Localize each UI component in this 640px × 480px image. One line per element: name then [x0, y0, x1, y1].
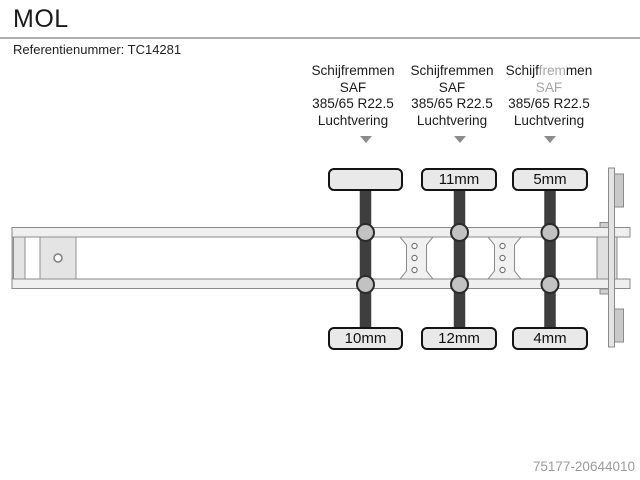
tire-tread-box: 10mm — [328, 327, 403, 350]
axle-bar — [544, 174, 556, 346]
suspension-bushing — [450, 223, 469, 242]
suspension-label: Luchtvering — [416, 112, 488, 128]
axle-brand-label: SAF — [535, 79, 563, 95]
tire-size-label: 385/65 R22.5 — [508, 96, 590, 111]
rear-bumper-bar — [608, 167, 615, 348]
suspension-label: Luchtvering — [317, 112, 389, 128]
reference-number: Referentienummer: TC14281 — [13, 42, 182, 57]
tire-tread-label: 4mm — [533, 330, 567, 347]
tire-tread-label: 11mm — [438, 171, 480, 188]
tire-tread-label: 12mm — [438, 330, 480, 347]
tire-tread-box: 4mm — [512, 327, 588, 350]
bracket-hole — [411, 266, 418, 274]
rear-lamp — [614, 308, 624, 343]
axle-pointer-icon — [360, 136, 372, 143]
axle-brand-label: SAF — [339, 79, 367, 95]
suspension-label: Luchtvering — [513, 112, 585, 128]
kingpin-icon — [53, 253, 63, 263]
tire-size-label: 385/65 R22.5 — [411, 96, 493, 111]
bracket-hole — [411, 254, 418, 262]
tire-tread-label: 10mm — [344, 330, 387, 347]
axle-spec-column-3: Schijffremmen SAF 385/65 R22.5 Luchtveri… — [499, 63, 599, 129]
listing-id: 75177-20644010 — [532, 459, 635, 474]
tire-tread-box: 5mm — [512, 168, 588, 191]
suspension-bushing — [540, 275, 560, 294]
axle-pointer-icon — [544, 136, 556, 143]
brakes-label-part: men — [565, 63, 593, 78]
axle-spec-column-2: Schijfremmen SAF 385/65 R22.5 Luchtverin… — [402, 63, 502, 129]
bracket-hole — [499, 254, 506, 262]
bracket-hole — [411, 242, 418, 250]
suspension-bushing — [540, 223, 560, 242]
tire-tread-label: 5mm — [533, 171, 567, 188]
bracket-hole — [499, 266, 506, 274]
brakes-label: Schijfremmen — [311, 63, 395, 78]
brakes-label-part: Schijf — [505, 63, 539, 78]
chassis-rail-top — [11, 227, 631, 238]
tire-size-label: 385/65 R22.5 — [312, 96, 394, 111]
brakes-label: Schijffremmen — [499, 63, 599, 80]
axle-bar — [359, 174, 372, 346]
axle-spec-column-1: Schijfremmen SAF 385/65 R22.5 Luchtverin… — [303, 63, 403, 129]
rear-lamp — [614, 173, 624, 208]
axle-bar — [453, 174, 466, 346]
chassis-rail-bottom — [11, 278, 631, 289]
front-crossmember — [13, 236, 26, 280]
suspension-bushing — [450, 275, 469, 294]
bracket-hole — [499, 242, 506, 250]
axle-brand-label: SAF — [438, 79, 466, 95]
brakes-label-part-muted: frem — [538, 63, 566, 78]
tire-tread-box — [328, 168, 403, 191]
brakes-label: Schijfremmen — [410, 63, 494, 78]
front-edge — [11, 227, 14, 289]
axle-pointer-icon — [454, 136, 466, 143]
tire-tread-box: 12mm — [421, 327, 497, 350]
page-title: MOL — [13, 5, 69, 33]
tire-tread-box: 11mm — [421, 168, 497, 191]
suspension-bushing — [356, 223, 375, 242]
header-divider — [0, 37, 640, 39]
suspension-bushing — [356, 275, 375, 294]
